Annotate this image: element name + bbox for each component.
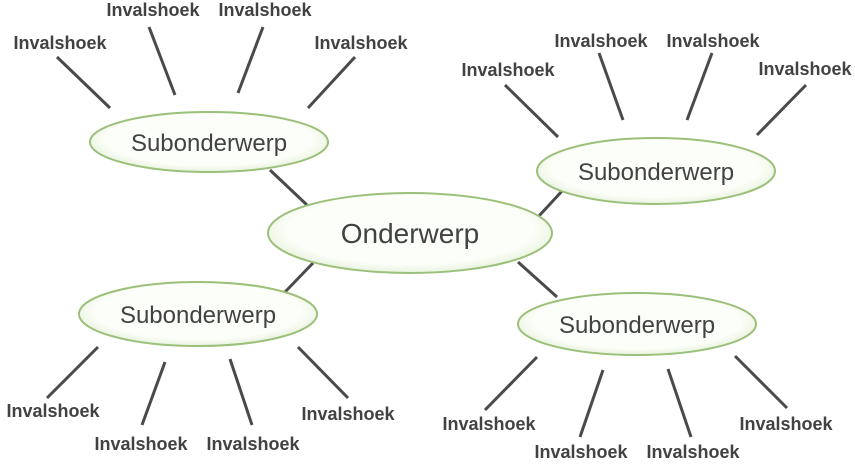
branch-line xyxy=(733,354,789,410)
angle-label[interactable]: Invalshoek xyxy=(646,442,740,462)
angle-label[interactable]: Invalshoek xyxy=(6,401,100,421)
angle-label[interactable]: Invalshoek xyxy=(554,31,648,51)
subtopic-ellipse[interactable] xyxy=(517,292,757,356)
branch-line xyxy=(578,369,605,438)
subtopic-label[interactable]: Subonderwerp xyxy=(120,302,276,329)
branch-line xyxy=(296,345,350,400)
subtopic-ellipse[interactable] xyxy=(78,281,318,347)
connector-line xyxy=(268,168,309,207)
connector-line xyxy=(283,261,315,294)
subtopic-label[interactable]: Subonderwerp xyxy=(578,159,734,186)
branch-line xyxy=(228,358,254,426)
angle-label[interactable]: Invalshoek xyxy=(13,33,107,53)
angle-label[interactable]: Invalshoek xyxy=(442,414,536,434)
angle-label[interactable]: Invalshoek xyxy=(461,60,555,80)
angle-label[interactable]: Invalshoek xyxy=(314,33,408,53)
branch-line xyxy=(685,52,714,121)
angle-label[interactable]: Invalshoek xyxy=(666,31,760,51)
branch-line xyxy=(503,83,560,139)
node-subtopic-bottom-left[interactable]: Subonderwerp xyxy=(78,281,318,347)
branch-line xyxy=(306,55,357,110)
center-label[interactable]: Onderwerp xyxy=(341,218,480,249)
branch-line xyxy=(755,83,808,137)
center-ellipse[interactable] xyxy=(267,192,553,274)
branch-line xyxy=(55,55,112,110)
angle-label[interactable]: Invalshoek xyxy=(534,442,628,462)
angle-label[interactable]: Invalshoek xyxy=(106,0,200,20)
subtopic-ellipse[interactable] xyxy=(89,111,329,173)
angle-label[interactable]: Invalshoek xyxy=(218,0,312,20)
branch-line xyxy=(147,26,177,96)
connector-line xyxy=(536,188,565,219)
subtopic-ellipse[interactable] xyxy=(536,137,776,205)
node-center[interactable]: Onderwerp xyxy=(267,192,553,274)
angle-label[interactable]: Invalshoek xyxy=(206,434,300,454)
node-subtopic-top-right[interactable]: Subonderwerp xyxy=(536,137,776,205)
branch-line xyxy=(666,368,693,438)
node-subtopic-bottom-right[interactable]: Subonderwerp xyxy=(517,292,757,356)
angle-label[interactable]: Invalshoek xyxy=(739,414,833,434)
subtopic-label[interactable]: Subonderwerp xyxy=(131,130,287,157)
angle-label[interactable]: Invalshoek xyxy=(94,434,188,454)
subtopic-label[interactable]: Subonderwerp xyxy=(559,312,715,339)
branch-line xyxy=(597,52,625,121)
angle-label[interactable]: Invalshoek xyxy=(758,59,852,79)
connector-line xyxy=(516,260,559,299)
branch-line xyxy=(140,361,167,426)
angle-label[interactable]: Invalshoek xyxy=(301,404,395,424)
node-subtopic-top-left[interactable]: Subonderwerp xyxy=(89,111,329,173)
branch-line xyxy=(236,26,265,94)
branch-line xyxy=(483,355,539,412)
branch-line xyxy=(45,345,100,400)
